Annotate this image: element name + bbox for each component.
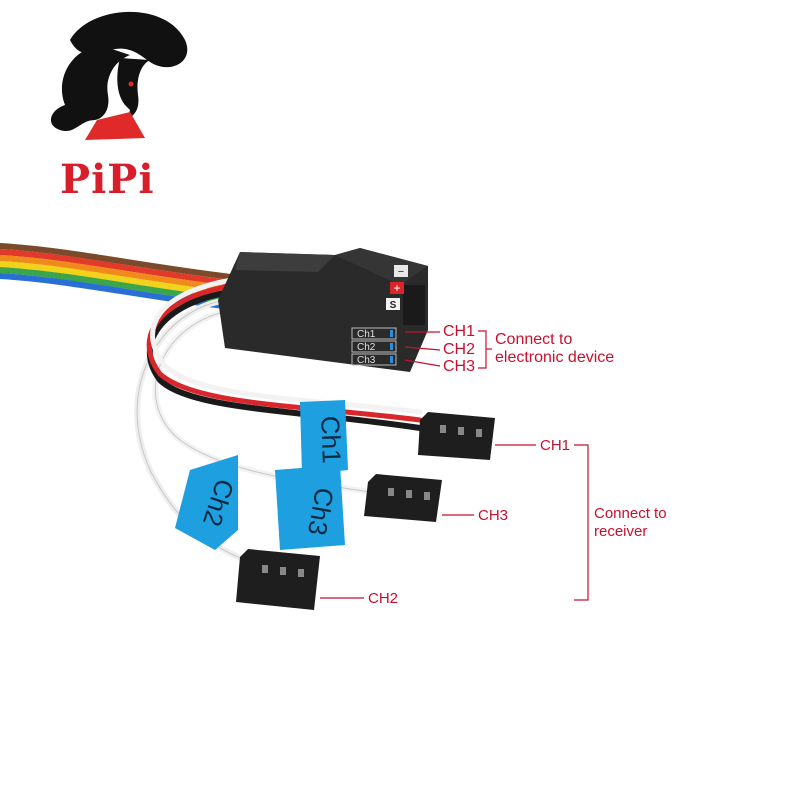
callout-top-ch1: CH1 <box>443 323 476 340</box>
callout-electronic-line1: Connect to <box>495 331 573 348</box>
mixer-module: − + S Ch1 Ch2 Ch3 <box>218 248 428 372</box>
tape-label-ch3: Ch3 <box>275 465 345 550</box>
callout-top-ch3: CH3 <box>443 358 476 375</box>
tape-label-ch1: Ch1 <box>300 400 348 475</box>
tape-label-ch1-text: Ch1 <box>315 415 347 464</box>
pin-plus-label: + <box>393 281 400 295</box>
callout-plug-ch1: CH1 <box>540 437 571 454</box>
port-ch2-label: Ch2 <box>357 342 376 353</box>
ribbon-cable <box>0 243 243 311</box>
callout-plug-ch2: CH2 <box>368 590 399 607</box>
callout-lines <box>320 330 589 601</box>
pin-minus-marker <box>394 265 408 277</box>
plug-ch3 <box>364 474 442 522</box>
callout-receiver-line2: receiver <box>594 523 648 540</box>
pin-plus-marker <box>390 282 404 294</box>
pin-signal-label: S <box>390 300 397 311</box>
port-ch1-label: Ch1 <box>357 329 376 340</box>
brand-name: PiPi <box>60 156 155 203</box>
plug-ch1 <box>418 412 495 460</box>
callout-electronic-line2: electronic device <box>495 349 615 366</box>
callout-receiver-line1: Connect to <box>594 505 667 522</box>
pin-signal-marker <box>386 298 400 310</box>
callout-top-ch2: CH2 <box>443 341 476 358</box>
port-labels: Ch1 Ch2 Ch3 <box>351 327 397 366</box>
port-ch3-label: Ch3 <box>357 355 376 366</box>
pin-minus-label: − <box>398 266 404 278</box>
brand-logo-icon <box>50 11 188 140</box>
callout-plug-ch3: CH3 <box>478 507 509 524</box>
plug-ch2 <box>236 549 320 610</box>
tape-label-ch2: Ch2 <box>175 455 240 550</box>
